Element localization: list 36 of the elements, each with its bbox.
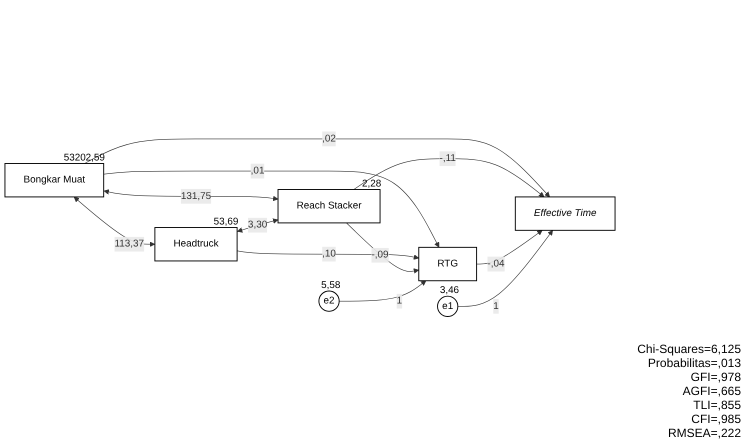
- node-box: Effective Time: [514, 196, 616, 231]
- arrow: [236, 250, 420, 260]
- node-box: Headtruck: [154, 227, 238, 262]
- fit-statistic: AGFI=,665: [682, 384, 741, 398]
- node-circle: e1: [437, 296, 458, 317]
- edge-label: 1: [396, 296, 402, 306]
- fit-statistic: Probabilitas=,013: [646, 356, 741, 370]
- edge-label: ,10: [322, 248, 336, 260]
- arrow: [476, 230, 542, 264]
- arrow: [458, 230, 553, 307]
- arrow: [346, 222, 420, 274]
- edge-label: 131,75: [180, 190, 212, 202]
- edge-label: ,02: [322, 133, 336, 144]
- edge-label: 113,37: [114, 238, 144, 250]
- variance-value: 53,69: [214, 216, 238, 228]
- arrow: [354, 158, 544, 198]
- fit-statistic: GFI=,978: [690, 370, 741, 384]
- node-box: Reach Stacker: [278, 189, 381, 224]
- arrow: [338, 280, 426, 302]
- node-box: RTG: [418, 246, 478, 282]
- variance-value: 5,58: [321, 280, 340, 291]
- edge-label: -,04: [487, 258, 504, 269]
- fit-statistic: CFI=,985: [690, 412, 741, 426]
- variance-value: 2,28: [362, 178, 382, 190]
- variance-value: 3,46: [440, 285, 460, 296]
- fit-statistic: RMSEA=,222: [666, 426, 741, 440]
- edge-label: 3,30: [248, 220, 268, 230]
- node-circle: e2: [318, 290, 340, 312]
- fit-statistic: TLI=,855: [692, 398, 741, 412]
- arrow: [84, 138, 550, 198]
- node-box: Bongkar Muat: [4, 163, 104, 198]
- edge-label: -,11: [440, 153, 456, 164]
- edge-label: 1: [493, 300, 499, 312]
- fit-statistic: Chi-Squares=6,125: [637, 342, 741, 356]
- edge-label: ,01: [250, 166, 264, 176]
- edge-label: -,09: [371, 250, 389, 260]
